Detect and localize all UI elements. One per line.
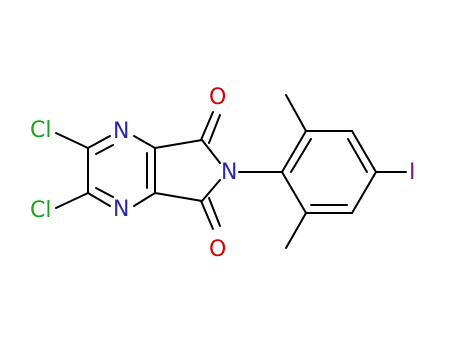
atom-labels: Cl Cl N N N O O I bbox=[30, 85, 416, 262]
atom-label-n-ring-top: N bbox=[113, 119, 129, 144]
bond-c2-n1-double bbox=[95, 144, 114, 155]
atom-label-cl-top: Cl bbox=[30, 118, 51, 143]
bond-aryl-3-inner bbox=[347, 138, 368, 173]
bond-cl-c3 bbox=[55, 192, 89, 209]
bond-c3-n4-double bbox=[95, 187, 114, 198]
bond-cl-c2 bbox=[55, 132, 89, 149]
bond-c7-o-a bbox=[200, 111, 214, 141]
bond-n1-c7a bbox=[133, 135, 156, 149]
atom-label-o-bottom: O bbox=[209, 237, 226, 262]
bond-aryl-3 bbox=[351, 130, 377, 173]
bond-c7a-c7 bbox=[154, 139, 203, 149]
bond-c3-n4 bbox=[87, 192, 111, 207]
atom-label-n-imide: N bbox=[221, 160, 237, 185]
bond-aryl-1 bbox=[281, 130, 307, 173]
bond-n4-c4a bbox=[133, 192, 156, 207]
bond-aryl-4 bbox=[351, 171, 377, 214]
atom-label-cl-bottom: Cl bbox=[30, 198, 51, 223]
bond-c5-n6 bbox=[201, 179, 221, 202]
bond-c7-o-b bbox=[208, 114, 221, 144]
bonds bbox=[55, 94, 407, 249]
atom-label-n-ring-bottom: N bbox=[113, 197, 129, 222]
bond-c5-o-a bbox=[200, 200, 214, 230]
bond-c5-o-b bbox=[208, 197, 221, 227]
bond-c2-n1 bbox=[87, 135, 111, 149]
bond-methyl-bottom bbox=[285, 212, 307, 249]
atom-label-o-top: O bbox=[209, 85, 226, 110]
bond-methyl-top bbox=[285, 94, 307, 132]
bond-c4a-c5 bbox=[154, 192, 203, 202]
bond-aryl-6 bbox=[281, 171, 307, 214]
atom-label-iodine: I bbox=[409, 160, 416, 185]
bond-aryl-1-inner bbox=[290, 138, 312, 173]
bond-c7-n6 bbox=[201, 139, 221, 164]
